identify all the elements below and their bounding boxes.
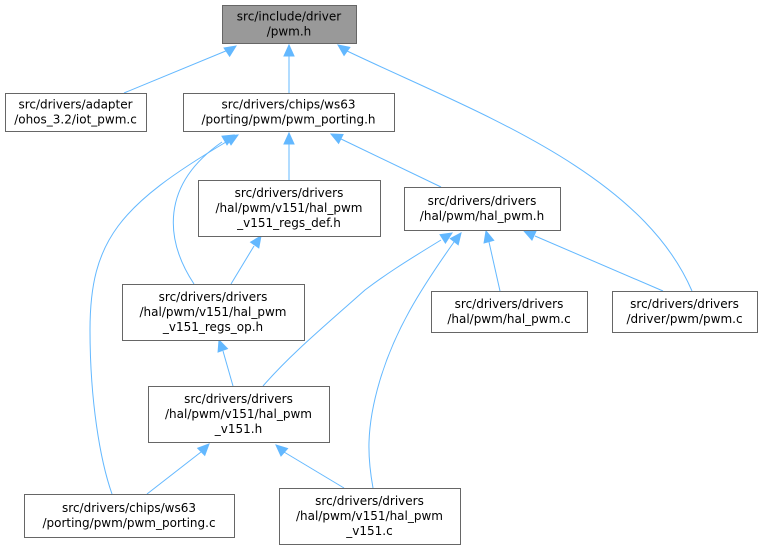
node-box	[404, 187, 561, 231]
node-label-line: /pwm.h	[267, 25, 312, 39]
node-label-line: _v151.c	[345, 524, 392, 538]
arrowhead-icon	[196, 443, 210, 457]
edge-hal_pwm_h-to-driver_pwm_c	[522, 230, 664, 292]
node-iot-pwm-c[interactable]: src/drivers/adapter/ohos_3.2/iot_pwm.c	[5, 93, 147, 132]
edge-hal_pwm_v151_h-to-hal_pwm_v151_c	[275, 444, 345, 489]
node-box	[279, 488, 461, 545]
node-label-line: src/drivers/adapter	[18, 98, 132, 112]
node-label-line: src/include/driver	[237, 10, 341, 24]
node-label-line: _v151_regs_def.h	[236, 216, 341, 230]
node-label-line: src/drivers/chips/ws63	[62, 501, 196, 515]
edge-pwm_h-to-iot_pwm_c	[123, 45, 238, 94]
node-hal-pwm-v151-h[interactable]: src/drivers/drivers/hal/pwm/v151/hal_pwm…	[148, 386, 330, 443]
edge-hal_pwm_h-to-hal_pwm_v151_h	[262, 232, 454, 387]
edge-line	[338, 137, 442, 188]
arrowhead-icon	[223, 45, 238, 58]
edge-line	[172, 141, 223, 285]
node-label-line: src/drivers/drivers	[630, 297, 739, 311]
edge-line	[283, 451, 345, 489]
node-label-line: /driver/pwm/pwm.c	[626, 312, 742, 326]
node-label-line: /hal/pwm/v151/hal_pwm	[165, 407, 312, 421]
node-box	[183, 93, 395, 132]
node-label-line: _v151.h	[214, 422, 262, 436]
edge-hal_pwm_h-to-hal_pwm_c	[483, 229, 501, 292]
edge-pwm_porting_h-to-pwm_porting_c	[89, 134, 240, 495]
node-label-line: src/drivers/drivers	[159, 290, 268, 304]
node-box	[148, 386, 330, 443]
edge-hal_pwm_v151_h-to-pwm_porting_c	[146, 443, 210, 495]
node-pwm-porting-c[interactable]: src/drivers/chips/ws63/porting/pwm/pwm_p…	[24, 494, 235, 538]
edge-line	[262, 239, 442, 387]
edge-line	[488, 241, 501, 292]
arrowhead-icon	[283, 43, 295, 57]
node-regs-def-h[interactable]: src/drivers/drivers/hal/pwm/v151/hal_pwm…	[198, 180, 381, 237]
node-regs-op-h[interactable]: src/drivers/drivers/hal/pwm/v151/hal_pwm…	[122, 284, 305, 341]
node-label-line: src/drivers/drivers	[428, 194, 537, 208]
node-label-line: src/drivers/chips/ws63	[222, 98, 356, 112]
node-box	[24, 494, 235, 538]
arrowhead-icon	[337, 44, 351, 57]
node-label-line: /hal/pwm/hal_pwm.c	[447, 312, 570, 326]
arrowhead-icon	[329, 133, 344, 145]
node-label-line: src/drivers/drivers	[315, 494, 424, 508]
node-label-line: /porting/pwm/pwm_porting.c	[42, 516, 215, 530]
edge-regs_def_h-to-regs_op_h	[230, 235, 262, 285]
node-hal-pwm-h[interactable]: src/drivers/drivers/hal/pwm/hal_pwm.h	[404, 187, 561, 231]
edge-line	[230, 245, 255, 285]
edge-line	[123, 47, 234, 94]
edge-pwm_porting_h-to-regs_def_h	[283, 131, 295, 180]
graph-nodes: src/include/driver/pwm.h src/drivers/adap…	[5, 5, 758, 545]
node-box	[122, 284, 305, 341]
node-label-line: src/drivers/drivers	[184, 392, 293, 406]
edge-regs_op_h-to-hal_pwm_v151_h	[217, 338, 234, 387]
arrowhead-icon	[283, 131, 295, 145]
node-label-line: /ohos_3.2/iot_pwm.c	[14, 113, 137, 127]
edge-line	[222, 350, 234, 387]
arrowhead-icon	[217, 338, 229, 353]
edge-line	[146, 451, 202, 495]
edge-hal_pwm_h-to-hal_pwm_v151_c	[368, 232, 462, 489]
arrowhead-icon	[225, 134, 240, 146]
arrowhead-icon	[439, 232, 454, 245]
node-label-line: /porting/pwm/pwm_porting.h	[201, 113, 375, 127]
edge-line	[368, 241, 455, 489]
edge-line	[89, 141, 227, 495]
node-driver-pwm-c[interactable]: src/drivers/drivers/driver/pwm/pwm.c	[612, 291, 758, 333]
arrowhead-icon	[449, 232, 462, 246]
node-pwm-porting-h[interactable]: src/drivers/chips/ws63/porting/pwm/pwm_p…	[183, 93, 395, 132]
node-label-line: src/drivers/drivers	[235, 186, 344, 200]
arrowhead-icon	[522, 230, 537, 242]
graph-edges	[89, 43, 693, 495]
node-label-line: _v151_regs_op.h	[162, 320, 263, 334]
node-box	[198, 180, 381, 237]
edge-pwm_h-to-driver_pwm_c	[337, 44, 693, 292]
node-box	[5, 93, 147, 132]
node-hal-pwm-v151-c[interactable]: src/drivers/drivers/hal/pwm/v151/hal_pwm…	[279, 488, 461, 545]
node-pwm-h[interactable]: src/include/driver/pwm.h	[222, 5, 357, 44]
arrowhead-icon	[275, 444, 289, 457]
edge-pwm_porting_h-to-hal_pwm_h	[329, 133, 442, 188]
edge-line	[534, 235, 664, 292]
arrowhead-icon	[249, 235, 262, 249]
node-label-line: src/drivers/drivers	[455, 297, 564, 311]
node-box	[431, 291, 588, 333]
arrowhead-icon	[483, 229, 495, 244]
edge-line	[344, 49, 693, 292]
node-label-line: /hal/pwm/v151/hal_pwm	[296, 509, 443, 523]
edge-pwm_h-to-pwm_porting_h	[283, 43, 295, 93]
node-label-line: /hal/pwm/v151/hal_pwm	[215, 201, 362, 215]
node-label-line: /hal/pwm/v151/hal_pwm	[139, 305, 286, 319]
node-box	[222, 5, 357, 44]
node-box	[612, 291, 758, 333]
node-label-line: /hal/pwm/hal_pwm.h	[420, 209, 544, 223]
node-hal-pwm-c[interactable]: src/drivers/drivers/hal/pwm/hal_pwm.c	[431, 291, 588, 333]
